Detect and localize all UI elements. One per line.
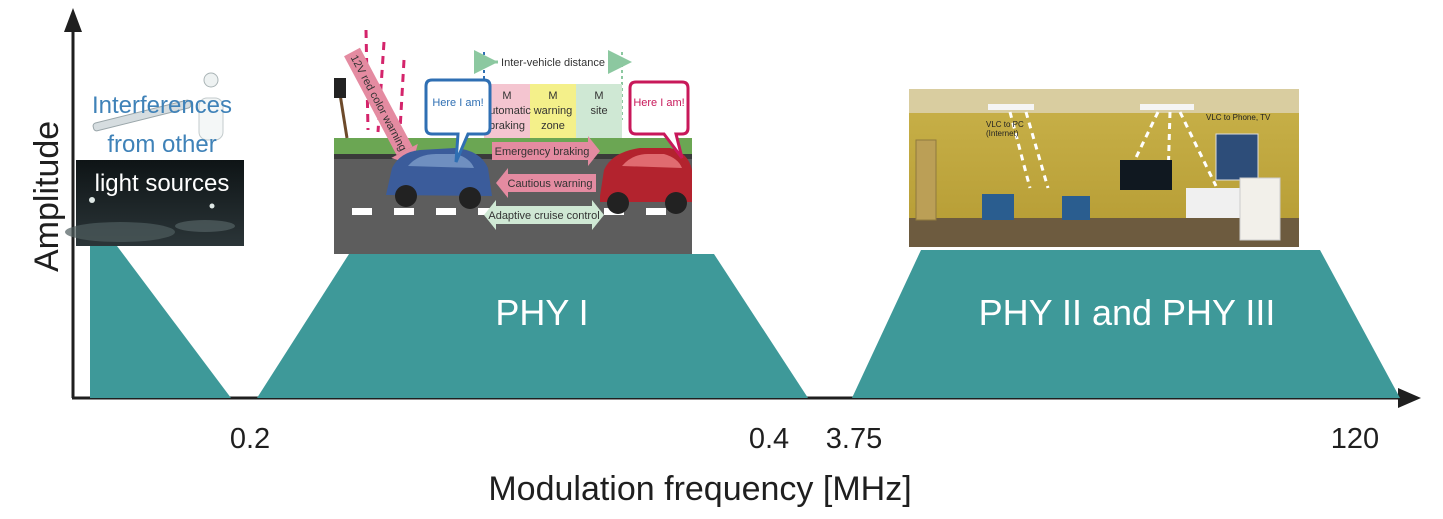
street-lamp-icon (89, 197, 95, 203)
zone1-line1: M (502, 90, 511, 102)
ceiling-lamp-icon (1140, 104, 1194, 110)
tick-label: 0.4 (749, 423, 789, 455)
zones: M automatic braking M warning zone M sit… (483, 84, 622, 138)
vehicle-illustration: 12V red color warning Inter-vehicle dist… (334, 29, 692, 254)
ceiling-lamp-icon (988, 104, 1034, 110)
interference-band (90, 246, 231, 398)
ceiling (909, 89, 1299, 113)
street-lamp-icon (209, 203, 215, 209)
cautious-label: Cautious warning (508, 178, 593, 190)
room-label-right: VLC to Phone, TV (1206, 113, 1271, 122)
zone-warning (530, 84, 576, 138)
zone2-line1: M (548, 90, 557, 102)
tick-labels: 0.2 0.4 3.75 120 (230, 423, 1379, 455)
sofa-right (1062, 196, 1090, 220)
zone3-line1: M (594, 90, 603, 102)
here-left-bubble: Here I am! (424, 78, 492, 163)
door (915, 139, 937, 221)
zone3-line2: site (590, 105, 607, 117)
street-glow (65, 222, 175, 242)
interference-text-line1: Interferences (92, 92, 232, 119)
red-car (600, 148, 692, 214)
room-label-left-line1: VLC to PC (986, 120, 1024, 129)
zone-automatic-braking (484, 84, 530, 138)
blue-car (386, 148, 492, 209)
tv-icon (1120, 160, 1172, 190)
zone-site (576, 84, 622, 138)
phy1-label: PHY I (495, 292, 588, 333)
cautious-warning-arrow: Cautious warning (496, 168, 596, 198)
x-axis-arrowhead (1398, 388, 1421, 408)
room-label-left-line2: (Internet) (986, 129, 1019, 138)
x-axis-label: Modulation frequency [MHz] (488, 470, 911, 508)
interference-illustration: Interferences from other light sources (65, 72, 244, 246)
here-right-text: Here I am! (633, 97, 684, 109)
phy23-band (852, 250, 1400, 398)
interference-text-line3: light sources (95, 170, 230, 197)
adaptive-cruise-arrow: Adaptive cruise control (484, 200, 604, 230)
emergency-braking-arrow: Emergency braking (492, 136, 600, 166)
interference-text-line2: from other (107, 131, 216, 158)
cabinet (1239, 177, 1281, 241)
zone1-line3: braking (489, 120, 525, 132)
inter-vehicle-label: Inter-vehicle distance (501, 57, 605, 69)
zone2-line2: warning (533, 105, 573, 117)
tick-label: 3.75 (826, 423, 882, 455)
light-bulb-icon (198, 72, 224, 141)
here-left-text: Here I am! (432, 97, 483, 109)
light-tube-icon (92, 99, 192, 132)
phy23-label: PHY II and PHY III (979, 292, 1276, 333)
zone2-line3: zone (541, 120, 565, 132)
sofa-left (982, 194, 1014, 220)
bands: PHY I PHY II and PHY III (90, 246, 1400, 398)
traffic-light-icon (334, 78, 349, 139)
adaptive-label: Adaptive cruise control (488, 210, 599, 222)
floor (909, 218, 1299, 247)
desk (1186, 188, 1246, 218)
y-axis-arrowhead (64, 8, 82, 32)
room-illustration: VLC to PC (Internet) VLC to Phone, TV (909, 89, 1299, 247)
y-axis-label: Amplitude (28, 121, 66, 272)
zone1-line2: automatic (483, 105, 531, 117)
emergency-label: Emergency braking (495, 146, 590, 158)
here-right-bubble: Here I am! (628, 80, 690, 159)
street-glow (175, 220, 235, 232)
tick-label: 120 (1331, 423, 1379, 455)
window (1215, 133, 1259, 181)
phy1-band (257, 254, 808, 398)
tick-label: 0.2 (230, 423, 270, 455)
